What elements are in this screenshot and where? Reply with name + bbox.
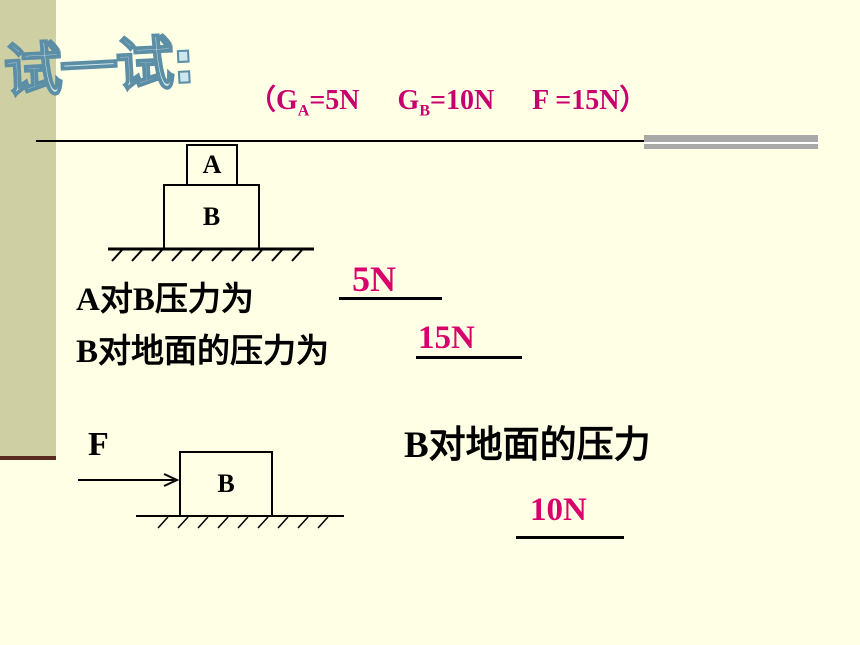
answer-b-on-ground: 15N: [418, 320, 475, 356]
title-rule-accent-line: [644, 142, 818, 144]
title-colon: :: [169, 27, 196, 98]
ga-value: =5N: [309, 85, 360, 116]
question-b-on-ground-2: B对地面的压力: [404, 425, 651, 466]
block-a-label: A: [202, 150, 222, 179]
slide-title: 试一试:: [1, 27, 196, 107]
block-b-pushed-label: B: [217, 469, 235, 498]
ga-subscript: A: [297, 102, 310, 120]
f-value: F =15N）: [532, 85, 648, 116]
block-b-label: B: [202, 202, 221, 231]
gb-prefix: G: [397, 85, 420, 116]
gb-subscript: B: [419, 102, 430, 120]
blank-a-on-b: [339, 297, 442, 300]
block-b-stacked: B: [163, 184, 260, 250]
ground-hatch-2: [136, 515, 344, 529]
blank-b-on-ground-2: [516, 536, 624, 539]
title-rule: [36, 140, 686, 142]
sidebar-divider: [0, 456, 56, 460]
blank-b-on-ground: [416, 356, 522, 359]
left-sidebar-band: [0, 0, 56, 459]
gb-value: =10N: [429, 85, 495, 116]
ground-hatch-1: [108, 247, 314, 262]
question-b-on-ground: B对地面的压力为: [76, 334, 330, 370]
block-a: A: [186, 144, 238, 186]
block-b-pushed: B: [179, 451, 273, 517]
answer-a-on-b: 5N: [352, 259, 396, 299]
given-values: （GA=5N GB=10N F =15N）: [248, 84, 647, 121]
answer-b-on-ground-2: 10N: [530, 492, 587, 528]
title-text: 试一试: [1, 28, 174, 107]
force-label: F: [88, 426, 109, 463]
question-a-on-b: A对B压力为: [76, 282, 254, 318]
ga-prefix: （G: [248, 85, 298, 116]
force-arrow: [78, 473, 180, 487]
